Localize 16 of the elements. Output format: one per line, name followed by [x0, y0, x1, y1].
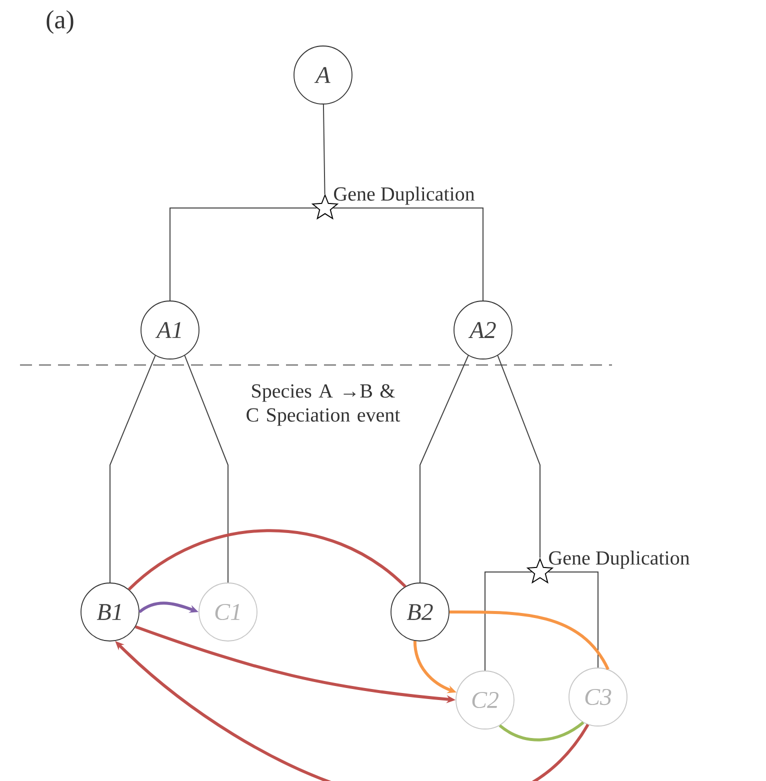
tree-branch: [484, 572, 532, 672]
tree-branch: [322, 104, 326, 195]
annotation-text: Gene Duplication: [549, 550, 690, 569]
tree-branch: [497, 355, 540, 558]
connector-curve: [128, 529, 406, 591]
annotation-text: Species A →B & C Speciation event: [246, 384, 400, 426]
tree-branch: [184, 355, 228, 584]
tree-branch: [420, 355, 469, 584]
annotation-text: Gene Duplication: [334, 186, 475, 205]
connector-curve: [449, 610, 610, 670]
tree-branch: [332, 208, 484, 302]
connector-curve: [498, 721, 584, 742]
tree-branch: [170, 208, 318, 302]
tree-branch: [110, 355, 156, 584]
panel-label: (a): [46, 10, 74, 34]
tree-branch: [548, 572, 598, 668]
